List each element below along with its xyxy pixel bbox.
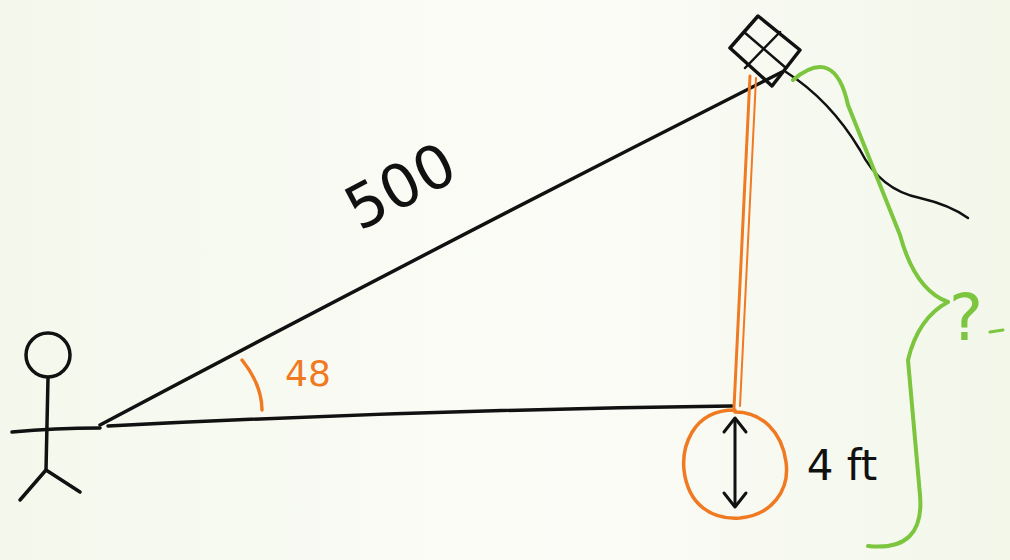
hypotenuse-line [100, 72, 782, 425]
figure-body [46, 378, 48, 470]
brace-tick [990, 330, 1003, 332]
figure-legs [20, 470, 80, 500]
base-line [108, 406, 732, 426]
dimension-label: 4 ft [807, 445, 878, 487]
angle-label: 48 [285, 356, 331, 392]
dimension-arrow [734, 420, 737, 505]
height-line [740, 78, 756, 406]
figure-arms [12, 428, 100, 432]
kite-tail [786, 72, 968, 218]
highlight-circle [684, 410, 787, 518]
unknown-label: ? [949, 286, 983, 350]
kite-cross [744, 32, 786, 68]
figure-head [26, 333, 70, 377]
length-label: 500 [335, 133, 464, 240]
arrow-heads [724, 418, 746, 507]
height-brace [793, 67, 948, 546]
angle-arc [242, 360, 262, 410]
